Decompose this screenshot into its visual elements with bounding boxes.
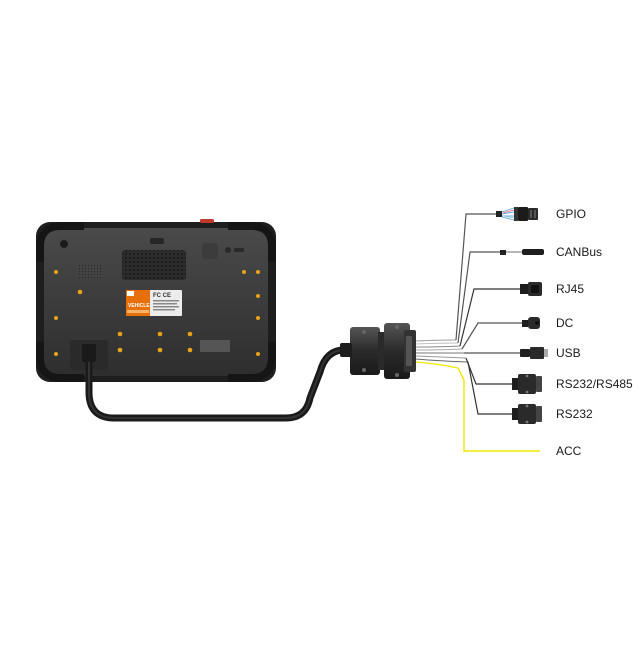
product-label: VEHICLE FC CE xyxy=(126,290,182,316)
port-label-gpio: GPIO xyxy=(556,207,586,221)
label-brand-text: VEHICLE xyxy=(128,303,150,309)
branch-lines xyxy=(455,213,540,452)
grey-tag xyxy=(200,340,230,352)
label-fcc-text: FC CE xyxy=(153,293,171,299)
tablet-plug xyxy=(82,344,96,362)
rj45-connector-icon xyxy=(520,282,542,296)
sensor-icon xyxy=(225,247,231,253)
top-slot xyxy=(150,238,164,244)
port-label-rs232: RS232 xyxy=(556,407,593,421)
db9-connector-icon xyxy=(512,374,542,394)
corner-bumper-tr xyxy=(228,222,276,262)
port-label-rs232-rs485: RS232/RS485 xyxy=(556,377,633,391)
port-label-usb: USB xyxy=(556,346,581,360)
power-button xyxy=(200,219,214,223)
canbus-connector-icon xyxy=(500,249,544,255)
port-label-canbus: CANBus xyxy=(556,245,602,259)
screws xyxy=(54,270,260,356)
usb-connector-icon xyxy=(520,347,548,359)
gpio-connector-icon xyxy=(496,207,538,221)
db9-connector-icon xyxy=(512,404,542,424)
rear-camera-icon xyxy=(60,240,68,248)
port-label-dc: DC xyxy=(556,316,574,330)
speaker-grill xyxy=(78,264,102,278)
corner-bumper-br xyxy=(228,342,276,382)
port-label-acc: ACC xyxy=(556,444,582,458)
db-connector xyxy=(340,323,416,379)
vent-grill xyxy=(122,250,186,280)
corner-bumper-tl xyxy=(36,222,84,262)
led-slot xyxy=(234,248,244,252)
tablet-device: VEHICLE FC CE xyxy=(36,219,276,382)
port-label-rj45: RJ45 xyxy=(556,282,584,296)
corner-bumper-bl xyxy=(36,342,84,382)
dc-connector-icon xyxy=(522,317,540,329)
wire-harness xyxy=(415,339,469,369)
fingerprint-area xyxy=(202,243,218,259)
